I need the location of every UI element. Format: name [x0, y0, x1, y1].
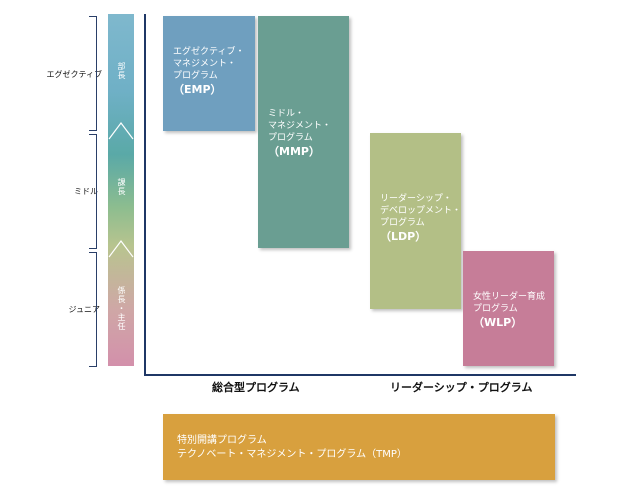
program-text: エグゼクティブ・	[173, 47, 245, 57]
program-text: マネジメント・	[173, 59, 237, 69]
program-box-emp[interactable]: エグゼクティブ・ マネジメント・ プログラム （EMP）	[163, 16, 255, 131]
program-box-ldp[interactable]: リーダーシップ・ デベロップメント・ プログラム （LDP）	[370, 133, 461, 309]
program-text: プログラム	[380, 218, 425, 228]
level-label-junior: ジュニア	[68, 305, 100, 314]
horizontal-axis	[144, 374, 576, 376]
program-text: マネジメント・	[268, 121, 332, 131]
program-abbr: （LDP）	[380, 230, 427, 243]
level-label-middle: ミドル	[74, 187, 98, 196]
special-program-name: テクノベート・マネジメント・プログラム（TMP）	[177, 449, 407, 460]
program-text: デベロップメント・	[380, 206, 462, 216]
rank-label-kakaricho: 係長・主任	[117, 286, 126, 331]
program-text: プログラム	[173, 71, 218, 81]
program-abbr: （MMP）	[268, 145, 320, 158]
special-program-title: 特別開講プログラム	[177, 435, 267, 446]
program-text: プログラム	[268, 133, 313, 143]
program-text: リーダーシップ・	[380, 194, 452, 204]
program-abbr: （EMP）	[173, 83, 222, 96]
program-text: ミドル・	[268, 109, 305, 119]
category-label-leadership: リーダーシップ・プログラム	[390, 381, 533, 394]
rank-gradient-bar	[108, 14, 134, 366]
program-abbr: （WLP）	[473, 316, 523, 329]
category-label-general: 総合型プログラム	[212, 381, 300, 394]
program-box-mmp[interactable]: ミドル・ マネジメント・ プログラム （MMP）	[258, 16, 349, 248]
program-text: プログラム	[473, 304, 518, 314]
chevron-up-icon	[108, 122, 134, 140]
program-text: 女性リーダー育成	[473, 292, 546, 302]
rank-label-bucho: 部長	[117, 62, 126, 80]
vertical-axis	[144, 14, 146, 376]
rank-label-kacho: 課長	[117, 178, 126, 196]
program-box-wlp[interactable]: 女性リーダー育成 プログラム （WLP）	[463, 251, 554, 366]
level-label-executive: エグゼクティブ	[46, 70, 102, 79]
chevron-up-icon	[108, 240, 134, 258]
program-box-tmp[interactable]: 特別開講プログラム テクノベート・マネジメント・プログラム（TMP）	[163, 414, 555, 480]
